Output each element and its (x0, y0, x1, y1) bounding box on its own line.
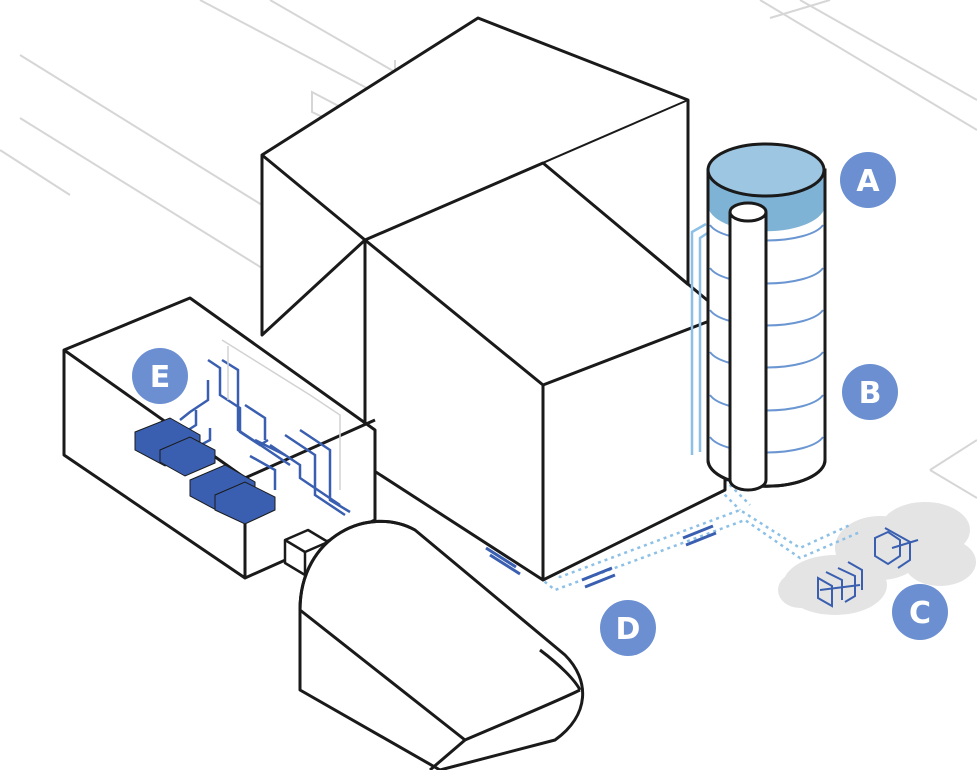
cylindrical-storage-tank-icon (708, 144, 825, 490)
cloud-icon (778, 502, 976, 615)
svg-text:C: C (909, 596, 931, 631)
svg-text:B: B (859, 376, 882, 411)
svg-text:E: E (150, 360, 171, 395)
label-e: E (132, 348, 188, 404)
svg-text:D: D (616, 612, 641, 647)
label-a: A (840, 152, 896, 208)
label-c: C (892, 584, 948, 640)
equipment-annex-e (64, 298, 375, 578)
svg-text:A: A (856, 164, 880, 199)
label-b: B (842, 364, 898, 420)
label-d: D (600, 600, 656, 656)
